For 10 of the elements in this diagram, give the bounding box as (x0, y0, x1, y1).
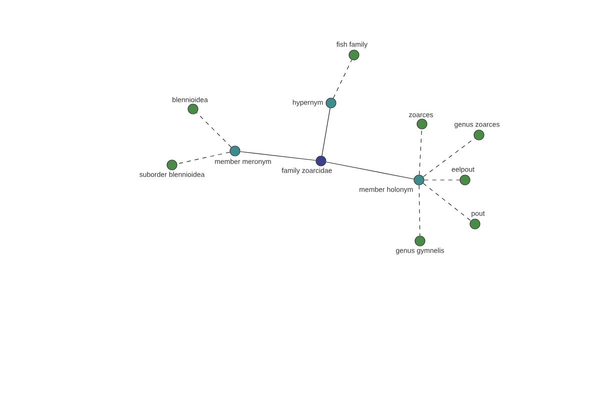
connector-line (196, 112, 232, 148)
connector-line (422, 138, 476, 178)
connector-line (418, 128, 422, 175)
connector-line (322, 108, 330, 156)
connector-line (333, 59, 352, 99)
connector-line (176, 152, 230, 164)
connector-line (422, 182, 472, 222)
connector-line (418, 185, 420, 236)
connector-line (326, 162, 414, 180)
connector-line (240, 151, 316, 161)
